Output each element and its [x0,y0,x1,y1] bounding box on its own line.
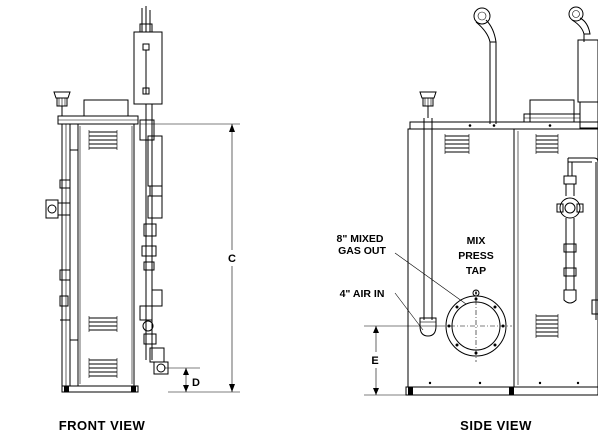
front-view-title: FRONT VIEW [59,418,146,433]
side-gas-train [556,157,598,320]
front-vent-cap [53,91,71,116]
side-vent-elbow-left [473,7,497,124]
callout-mix-press-tap-line3: TAP [466,265,486,277]
dimension-e: E [364,325,440,396]
front-upper-louvers [88,130,118,150]
dimension-d: D [164,367,200,392]
side-lower-louvers-right [535,314,559,338]
side-view-title: SIDE VIEW [460,418,532,433]
callout-air-in: 4" AIR IN [340,288,385,300]
side-upper-louvers-right [535,134,559,154]
side-mixed-gas-flange [440,290,512,362]
side-blower-housing [523,99,598,129]
side-upper-louvers-left [444,134,470,154]
side-vent-cap [419,91,437,118]
callout-mix-press-tap-line2: PRESS [458,250,494,262]
dimension-c: C [140,123,240,393]
side-vent-elbow-right [568,6,591,42]
front-left-piping [45,123,79,387]
side-base [405,381,598,396]
callout-leaders [394,252,467,331]
front-base [61,385,139,393]
dimension-d-label: D [192,377,200,389]
front-cabinet [77,123,135,387]
callout-mixed-gas-line2: GAS OUT [338,245,386,257]
side-cabinet-right [513,128,598,388]
front-mid-louvers [88,316,118,332]
callout-mix-press-tap-line1: MIX [467,235,486,247]
side-view: 8" MIXED GAS OUT 4" AIR IN MIX PRESS TAP… [337,6,598,433]
dimension-c-label: C [228,253,236,265]
front-lower-louvers [88,358,118,378]
front-blower-box [83,99,129,117]
dimension-e-label: E [371,355,378,367]
side-air-inlet-pipe [419,118,437,337]
side-control-box [577,39,598,103]
mix-press-tap [472,289,480,297]
callout-mixed-gas-line1: 8" MIXED [337,233,384,245]
front-right-controls [133,6,169,375]
side-top-plate [409,121,598,130]
front-view: C D FRONT VIEW [45,6,240,433]
